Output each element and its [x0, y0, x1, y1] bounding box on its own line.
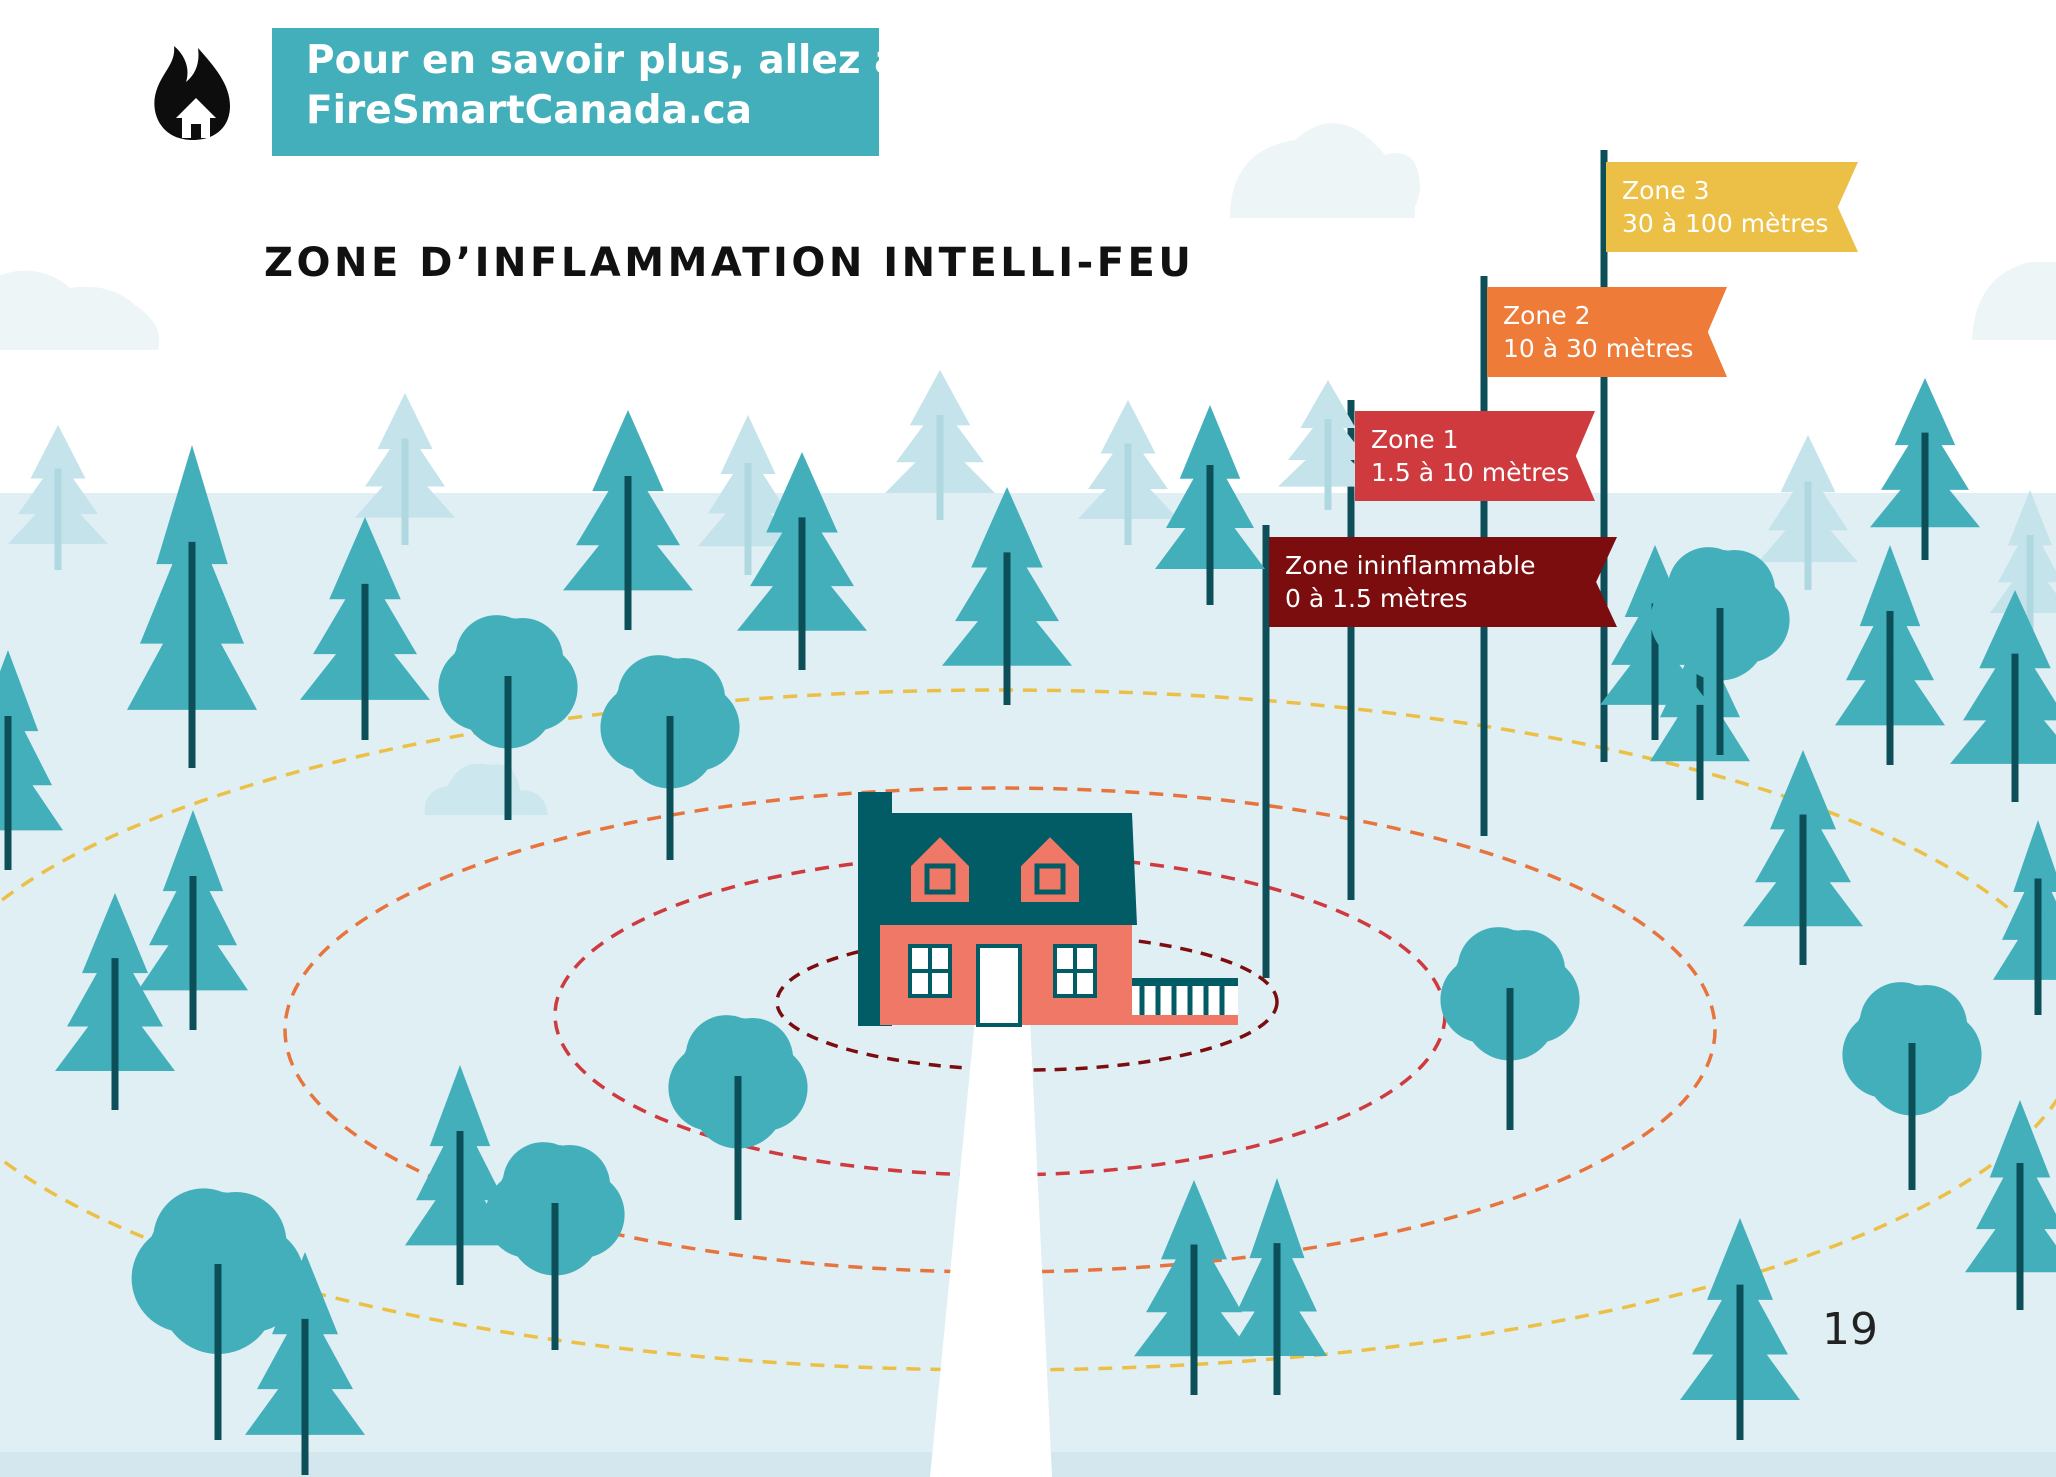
- cloud-top-right: [1230, 123, 1420, 218]
- pine-tree: [737, 452, 867, 670]
- pine-tree: [127, 445, 257, 768]
- flag-zone3: Zone 3 30 à 100 mètres: [1606, 162, 1858, 252]
- round-tree: [438, 615, 578, 820]
- flag-zone3-name: Zone 3: [1622, 176, 1710, 205]
- house-window-left: [908, 944, 952, 998]
- cloud-right: [1972, 262, 2056, 340]
- pine-tree: [1680, 1218, 1800, 1440]
- round-tree: [1650, 547, 1790, 755]
- pine-tree: [138, 810, 248, 1030]
- flag-zone0-name: Zone ininflammable: [1285, 551, 1536, 580]
- dormer-right-window: [1034, 863, 1066, 895]
- pine-tree: [55, 893, 175, 1110]
- pine-tree-faded: [885, 370, 995, 520]
- flag-zone2-name: Zone 2: [1503, 301, 1591, 330]
- pine-tree: [1155, 405, 1265, 605]
- pine-tree-faded: [1990, 490, 2056, 640]
- flag-zone1-name: Zone 1: [1371, 425, 1459, 454]
- pine-tree: [1227, 1178, 1327, 1395]
- flag-zone2-range: 10 à 30 mètres: [1503, 334, 1694, 363]
- round-tree: [600, 655, 740, 860]
- pine-tree: [942, 487, 1072, 705]
- path: [930, 1020, 1052, 1477]
- dormer-left-window: [924, 863, 956, 895]
- pine-tree: [1965, 1100, 2056, 1310]
- trees: [0, 370, 2056, 1475]
- page-number: 19: [1822, 1304, 1878, 1355]
- cloud-small: [424, 763, 548, 815]
- round-tree: [485, 1142, 625, 1350]
- flag-zone1-range: 1.5 à 10 mètres: [1371, 458, 1570, 487]
- zone0-ring: [775, 932, 1279, 1072]
- flag-zone3-range: 30 à 100 mètres: [1622, 209, 1829, 238]
- flame-house-icon: [154, 46, 230, 140]
- flag-zone-ininflammable: Zone ininflammable 0 à 1.5 mètres: [1269, 537, 1617, 627]
- round-tree: [131, 1188, 305, 1440]
- banner-line-1: Pour en savoir plus, allez à :: [306, 38, 930, 83]
- pine-tree: [1993, 820, 2056, 1015]
- page-title: ZONE D’INFLAMMATION INTELLI-FEU: [264, 240, 1195, 286]
- pine-tree: [1950, 590, 2056, 802]
- pine-tree: [1835, 545, 1945, 765]
- round-tree: [1842, 982, 1982, 1190]
- pine-tree-faded: [1278, 380, 1378, 510]
- pine-tree: [300, 517, 430, 740]
- pine-tree: [563, 410, 693, 630]
- pine-tree-faded: [1758, 435, 1858, 590]
- pine-tree-faded: [1078, 400, 1178, 545]
- pine-tree: [1743, 750, 1863, 965]
- pine-tree-faded: [8, 425, 108, 570]
- zone3-ring: [0, 688, 2056, 1372]
- flag-zone0-range: 0 à 1.5 mètres: [1285, 584, 1468, 613]
- round-tree: [1440, 927, 1580, 1130]
- pine-tree: [1134, 1180, 1254, 1395]
- house-deck: [1132, 978, 1238, 1025]
- flag-zone2: Zone 2 10 à 30 mètres: [1487, 287, 1727, 377]
- info-banner: Pour en savoir plus, allez à : FireSmart…: [272, 28, 930, 156]
- pine-tree-faded: [355, 393, 455, 545]
- pine-tree: [1870, 378, 1980, 560]
- house-door: [976, 944, 1022, 1027]
- flag-zone1: Zone 1 1.5 à 10 mètres: [1355, 411, 1595, 501]
- round-tree: [668, 1015, 808, 1220]
- banner-link-text[interactable]: FireSmartCanada.ca: [306, 88, 753, 133]
- pine-tree: [0, 650, 63, 870]
- house-window-right: [1053, 944, 1097, 998]
- cloud-left: [0, 270, 160, 350]
- house: [858, 792, 1238, 1027]
